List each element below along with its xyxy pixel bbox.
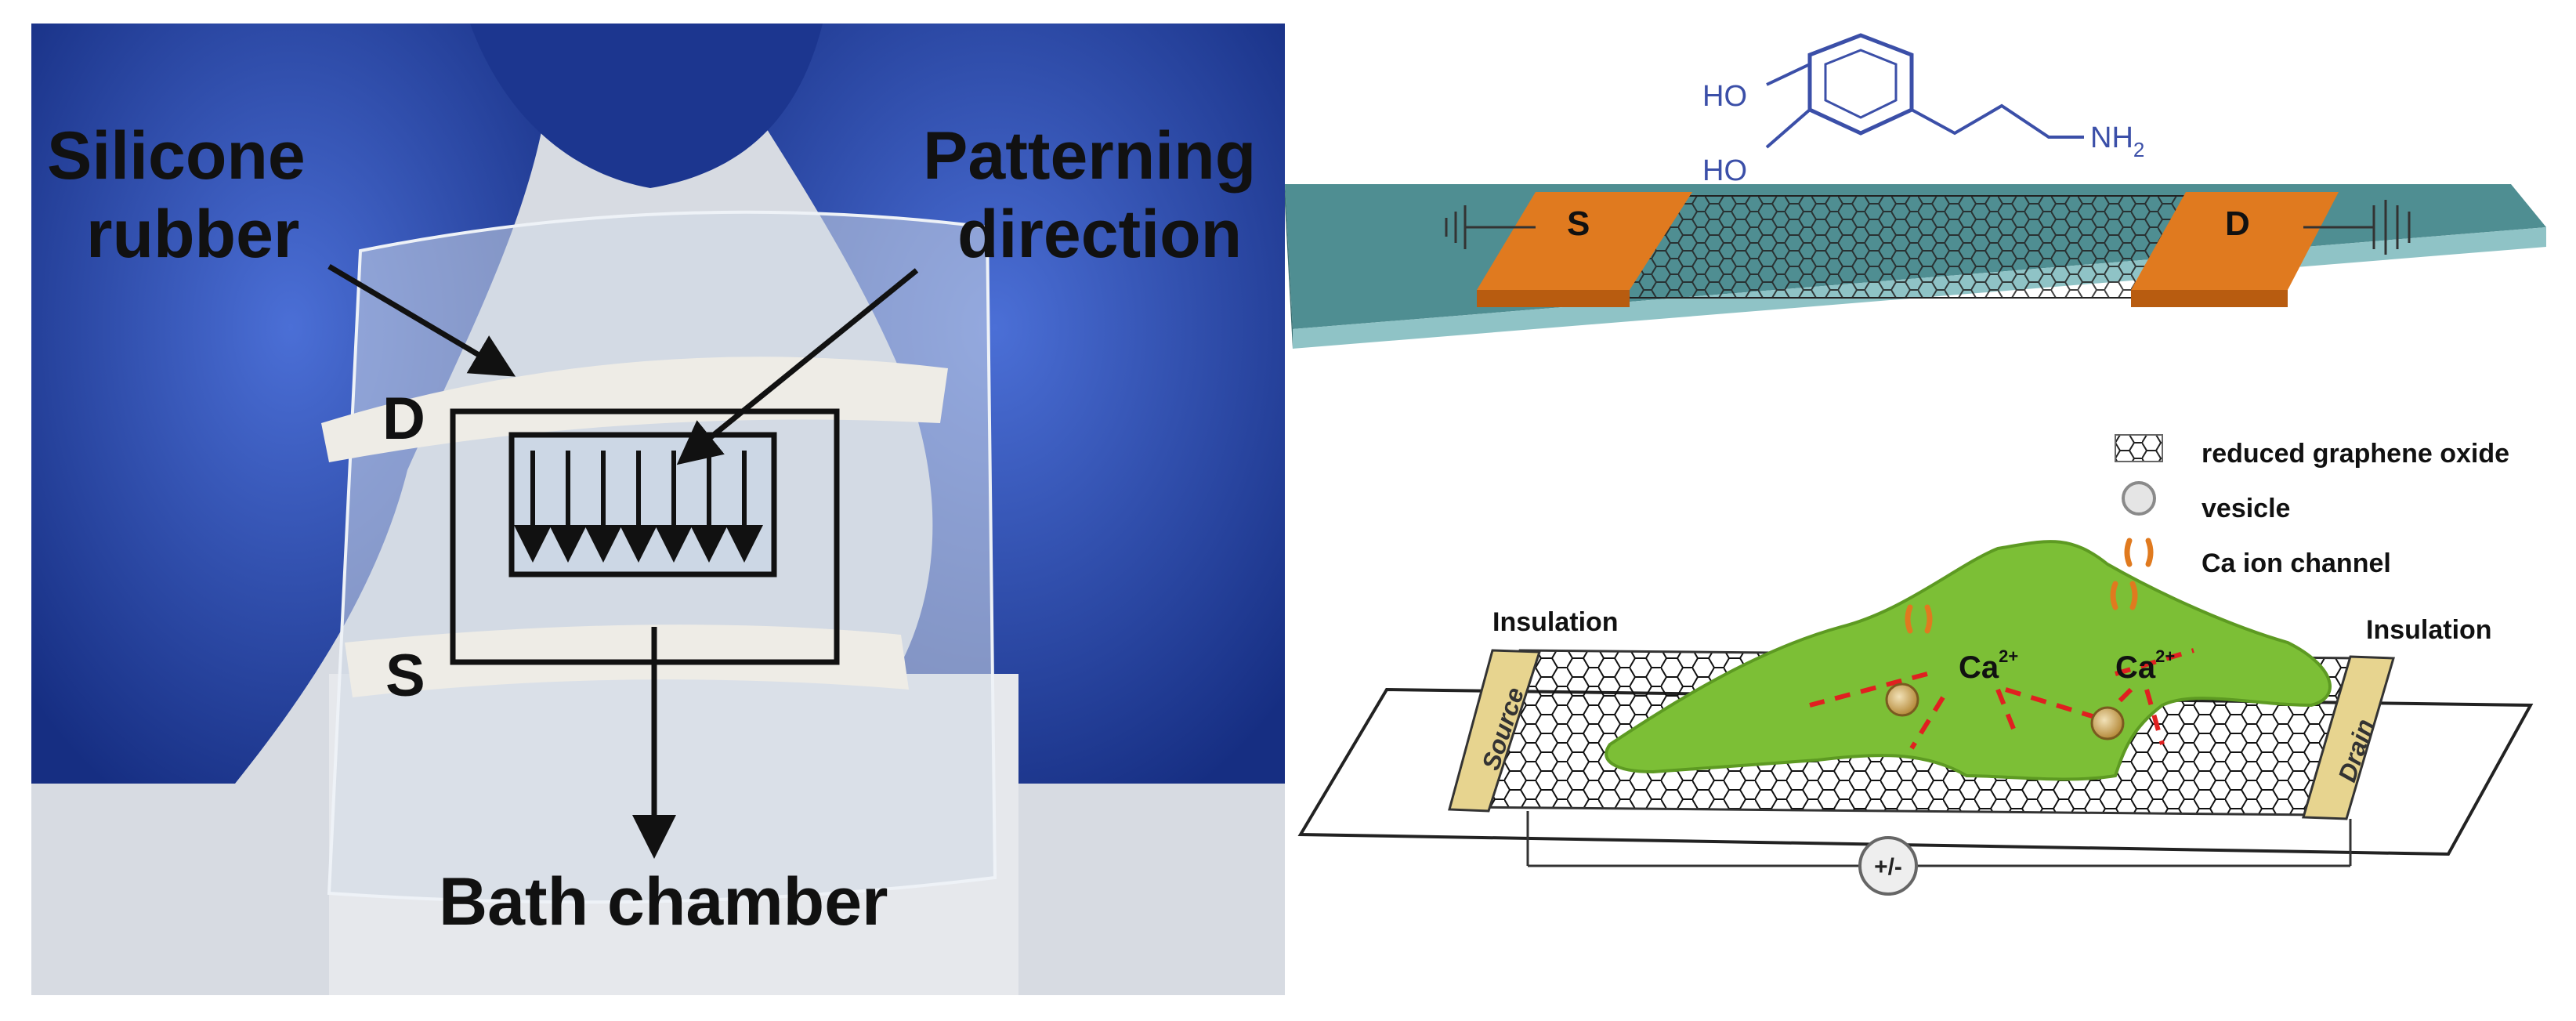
cell-panel: reduced graphene oxide vesicle Ca ion ch… (1297, 434, 2534, 896)
voltage-source-icon (1858, 836, 1918, 896)
voltage-source: +/- (1526, 811, 2352, 896)
vesicle-icon (2122, 481, 2156, 516)
substrate-side (1285, 184, 1293, 349)
silicone-pointer-arrow (327, 263, 516, 377)
ca-channel-right (2110, 581, 2138, 610)
amine-label: NH2 (2090, 121, 2144, 161)
source-electrode-front (1477, 290, 1630, 307)
silicone-label-line2: rubber (86, 197, 299, 272)
legend-rgo-label: reduced graphene oxide (2202, 439, 2509, 469)
rgo-icon (2115, 434, 2163, 462)
drain-label: D (382, 386, 425, 452)
silicone-label-line1: Silicone (47, 118, 306, 194)
insulation-right-label: Insulation (2366, 615, 2492, 645)
legend: reduced graphene oxide vesicle Ca ion ch… (2115, 434, 2509, 578)
neuron-cell (1605, 540, 2332, 781)
ca-left-charge: 2+ (1999, 646, 2018, 666)
ca-right-charge: 2+ (2155, 646, 2175, 666)
patterning-label-line2: direction (957, 197, 1242, 272)
patterning-pointer-arrow (676, 268, 919, 465)
glove-top (470, 24, 823, 188)
source-electrode (1477, 192, 1692, 307)
legend-vesicle-label: vesicle (2202, 494, 2290, 523)
drain-electrode-front (2131, 290, 2288, 307)
amine-text: NH (2090, 121, 2133, 154)
glove-left (31, 24, 551, 784)
fet-drain-label: D (2225, 205, 2250, 243)
ca-right-label: Ca2+ (2115, 646, 2175, 685)
ca-channel-icon (2124, 538, 2154, 567)
photo-panel: Silicone rubber Patterning direction D S… (31, 24, 1285, 995)
source-pad (1448, 649, 1542, 813)
patterning-region-box (508, 432, 777, 577)
source-electrode-top (1477, 192, 1692, 290)
vesicle-left (1885, 682, 1919, 717)
ho-top-label: HO (1702, 80, 1747, 113)
amine-subscript: 2 (2133, 138, 2144, 161)
ca-left-text: Ca (1959, 650, 1999, 685)
vesicle-right (2090, 706, 2125, 740)
patterning-arrows (514, 451, 763, 563)
benzene-inner (1824, 49, 1898, 119)
bath-chamber-outline (450, 408, 840, 665)
ca-left-label: Ca2+ (1959, 646, 2018, 685)
legend-ca-channel-label: Ca ion channel (2202, 549, 2391, 578)
drain-pad (2302, 655, 2395, 820)
ground-symbol-left (1445, 205, 1536, 249)
ca-right-text: Ca (2115, 650, 2156, 685)
drain-electrode (2131, 192, 2339, 307)
patterning-label-line1: Patterning (923, 118, 1256, 194)
fet-source-label: S (1567, 205, 1590, 243)
voltage-symbol: +/- (1874, 854, 1902, 880)
drain-electrode-top (2131, 192, 2339, 290)
ca-channel-left (1905, 604, 1933, 634)
bath-chamber-label: Bath chamber (439, 864, 888, 940)
source-label: S (385, 643, 425, 709)
ho-bottom-label: HO (1702, 154, 1747, 187)
ground-symbol-right (2303, 200, 2411, 255)
dopamine-molecule (1765, 33, 2084, 149)
insulation-left-label: Insulation (1492, 607, 1619, 637)
transistor-panel: S D HO HO NH2 (1285, 33, 2546, 349)
